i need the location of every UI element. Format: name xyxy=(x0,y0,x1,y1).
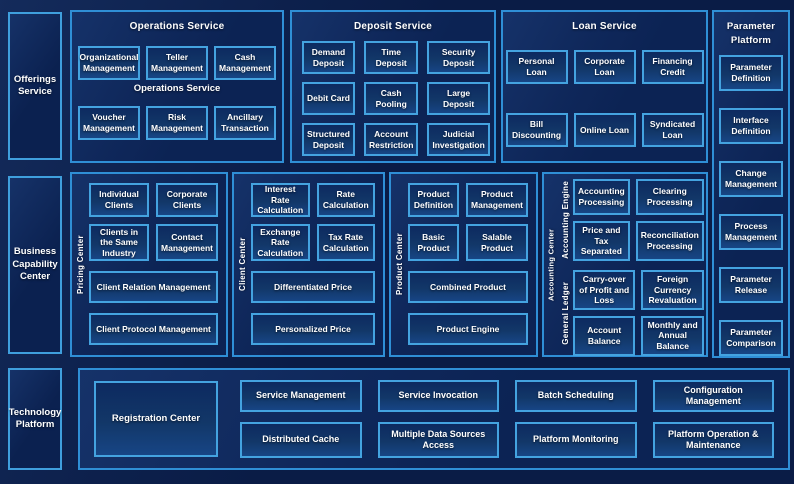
box-platform-monitoring: Platform Monitoring xyxy=(515,422,637,458)
rail-technology-platform: Technology Platform xyxy=(8,368,62,470)
rail-business-capability-center: Business Capability Center xyxy=(8,176,62,354)
box-reconciliation-processing: Reconciliation Processing xyxy=(635,221,704,261)
box-change-management: Change Management xyxy=(719,160,783,197)
general-ledger-label: General Ledger xyxy=(561,281,570,345)
box-voucher-management: Voucher Management xyxy=(78,106,140,140)
box-process-management: Process Management xyxy=(719,213,783,250)
box-demand-deposit: Demand Deposit xyxy=(302,41,355,74)
client-center-label: Client Center xyxy=(238,237,247,292)
box-judicial-investigation: Judicial Investigation xyxy=(427,123,490,156)
box-service-management: Service Management xyxy=(240,380,362,412)
accounting-engine-group: Accounting Engine Accounting Processing … xyxy=(558,179,704,261)
product-center-label: Product Center xyxy=(395,233,404,296)
box-large-deposit: Large Deposit xyxy=(427,82,490,115)
box-organizational-management: Organizational Management xyxy=(78,46,140,80)
box-individual-clients: Individual Clients xyxy=(89,183,150,217)
box-parameter-comparison: Parameter Comparison xyxy=(719,319,783,356)
loan-service-title: Loan Service xyxy=(572,21,637,32)
box-differentiated-price: Differentiated Price xyxy=(251,271,375,303)
box-structured-deposit: Structured Deposit xyxy=(302,123,355,156)
box-risk-management: Risk Management xyxy=(146,106,208,140)
operations-service-title: Operations Service xyxy=(129,21,225,32)
box-time-deposit: Time Deposit xyxy=(363,41,419,74)
panel-loan-service: Loan Service Personal Loan Corporate Loa… xyxy=(501,10,708,163)
box-cash-management: Cash Management xyxy=(214,46,276,80)
box-parameter-definition: Parameter Definition xyxy=(719,54,783,91)
box-batch-scheduling: Batch Scheduling xyxy=(515,380,637,412)
pricing-center-label: Pricing Center xyxy=(76,235,85,294)
box-basic-product: Basic Product xyxy=(408,224,460,261)
box-client-protocol-management: Client Protocol Management xyxy=(89,313,218,345)
box-parameter-release: Parameter Release xyxy=(719,266,783,303)
box-combined-product: Combined Product xyxy=(408,271,528,303)
parameter-platform-title: Parameter Platform xyxy=(726,21,776,46)
panel-deposit-service: Deposit Service Demand Deposit Time Depo… xyxy=(290,10,496,163)
panel-product-center: Product Center Product Definition Produc… xyxy=(389,172,538,357)
panel-parameter-platform: Parameter Platform Parameter Definition … xyxy=(712,10,790,358)
box-ancillary-transaction: Ancillary Transaction xyxy=(214,106,276,140)
box-account-balance: Account Balance xyxy=(573,315,636,356)
panel-accounting-center: Accounting Center Accounting Engine Acco… xyxy=(542,172,708,357)
box-personal-loan: Personal Loan xyxy=(505,50,568,84)
box-corporate-loan: Corporate Loan xyxy=(573,50,636,84)
rail-offerings-service: Offerings Service xyxy=(8,12,62,160)
box-clearing-processing: Clearing Processing xyxy=(635,179,704,215)
box-salable-product: Salable Product xyxy=(466,224,528,261)
box-interface-definition: Interface Definition xyxy=(719,107,783,144)
operations-service-subtitle: Operations Service xyxy=(133,83,221,94)
box-monthly-and-annual-balance: Monthly and Annual Balance xyxy=(641,315,704,356)
panel-client-center: Client Center Interest Rate Calculation … xyxy=(232,172,385,357)
box-tax-rate-calculation: Tax Rate Calculation xyxy=(316,224,375,261)
box-rate-calculation: Rate Calculation xyxy=(316,183,375,217)
box-interest-rate-calculation: Interest Rate Calculation xyxy=(251,183,310,217)
accounting-center-label: Accounting Center xyxy=(546,228,556,301)
box-registration-center: Registration Center xyxy=(94,381,218,457)
panel-pricing-center: Pricing Center Individual Clients Corpor… xyxy=(70,172,228,357)
box-corporate-clients: Corporate Clients xyxy=(156,183,218,217)
box-syndicated-loan: Syndicated Loan xyxy=(641,113,704,147)
panel-operations-service: Operations Service Organizational Manage… xyxy=(70,10,284,163)
box-exchange-rate-calculation: Exchange Rate Calculation xyxy=(251,224,310,261)
box-multiple-data-sources-access: Multiple Data Sources Access xyxy=(377,422,499,458)
box-product-definition: Product Definition xyxy=(408,183,460,217)
box-teller-management: Teller Management xyxy=(146,46,208,80)
box-financing-credit: Financing Credit xyxy=(641,50,704,84)
accounting-engine-label: Accounting Engine xyxy=(561,180,570,259)
general-ledger-group: General Ledger Carry-over of Profit and … xyxy=(558,269,704,356)
box-cash-pooling: Cash Pooling xyxy=(363,82,419,115)
box-accounting-processing: Accounting Processing xyxy=(573,179,630,215)
box-configuration-management: Configuration Management xyxy=(652,380,774,412)
box-account-restriction: Account Restriction xyxy=(363,123,419,156)
box-service-invocation: Service Invocation xyxy=(377,380,499,412)
deposit-service-title: Deposit Service xyxy=(353,21,433,32)
box-debit-card: Debit Card xyxy=(302,82,355,115)
box-clients-in-the-same-industry: Clients in the Same Industry xyxy=(89,224,150,261)
box-client-relation-management: Client Relation Management xyxy=(89,271,218,303)
box-personalized-price: Personalized Price xyxy=(251,313,375,345)
box-distributed-cache: Distributed Cache xyxy=(240,422,362,458)
box-bill-discounting: Bill Discounting xyxy=(505,113,568,147)
box-product-engine: Product Engine xyxy=(408,313,528,345)
box-foreign-currency-revaluation: Foreign Currency Revaluation xyxy=(641,269,704,310)
box-platform-operation-maintenance: Platform Operation & Maintenance xyxy=(652,422,774,458)
box-online-loan: Online Loan xyxy=(573,113,636,147)
box-product-management: Product Management xyxy=(466,183,528,217)
box-price-and-tax-separated: Price and Tax Separated xyxy=(573,221,630,261)
box-contact-management: Contact Management xyxy=(156,224,218,261)
box-security-deposit: Security Deposit xyxy=(427,41,490,74)
panel-technology-platform: Registration Center Service Management S… xyxy=(78,368,790,470)
box-carry-over-of-profit-and-loss: Carry-over of Profit and Loss xyxy=(573,269,636,310)
